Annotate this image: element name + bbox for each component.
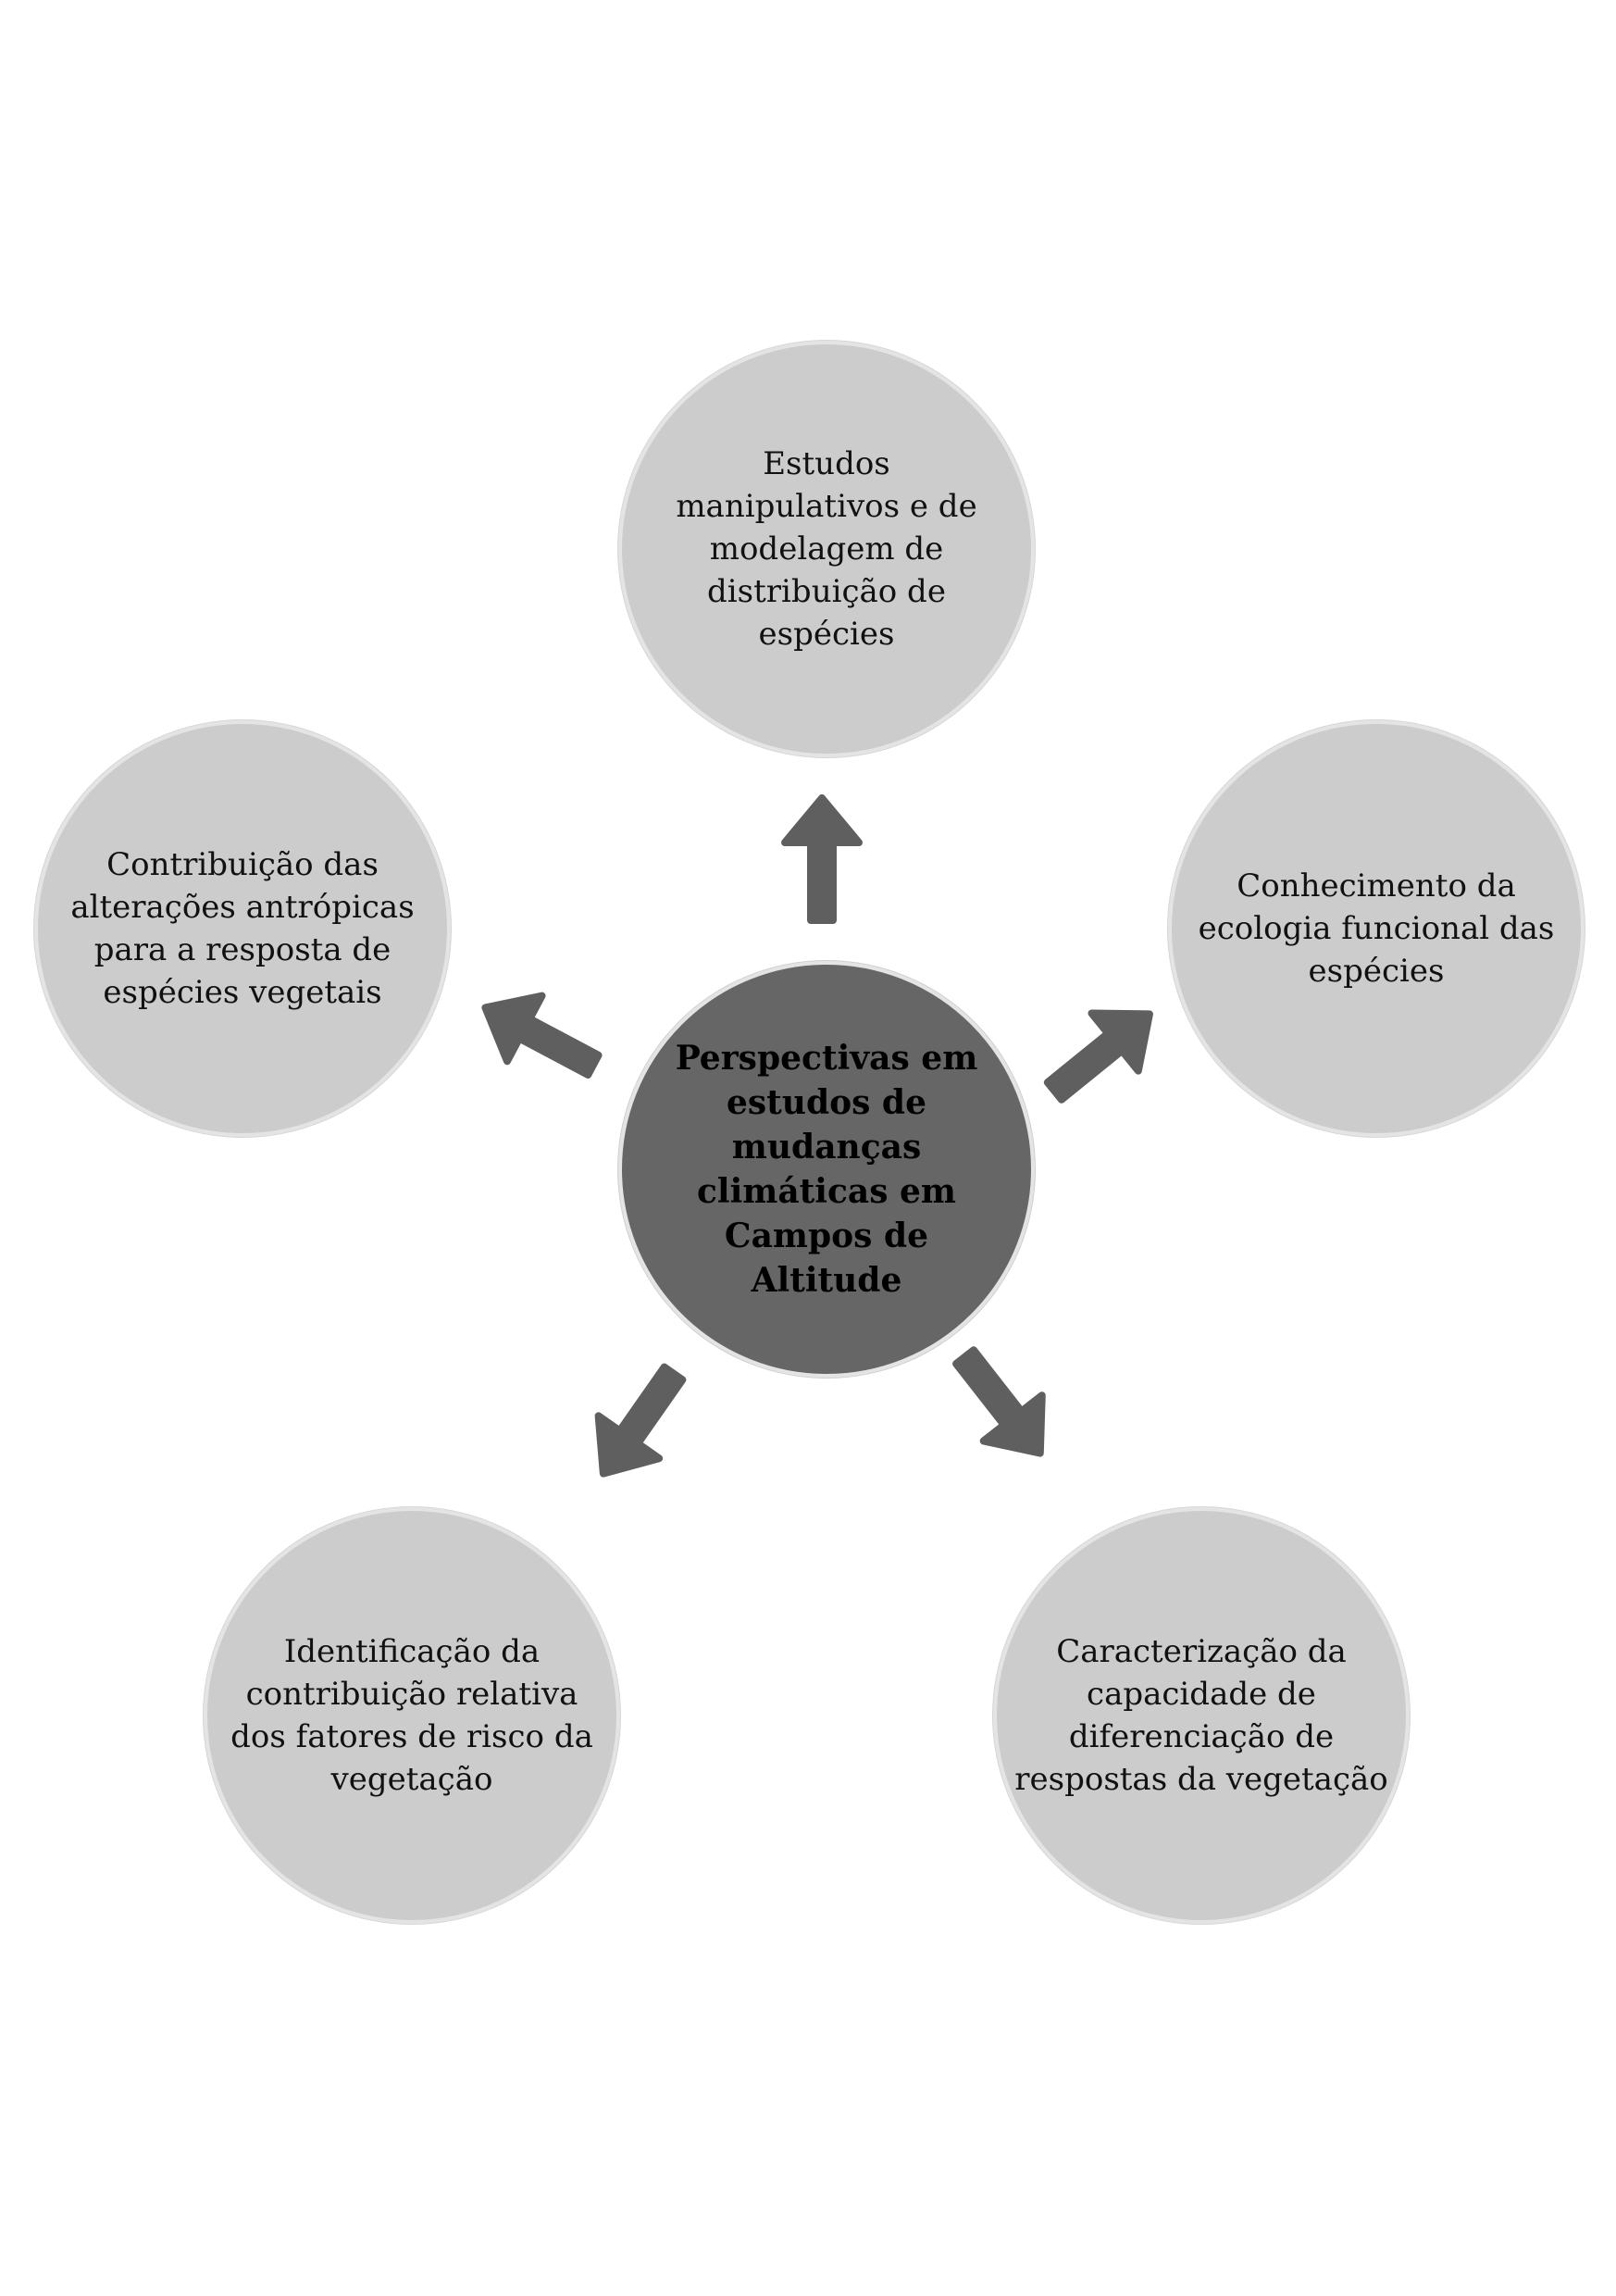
node-left-label: Contribuição das alterações antrópicas p… bbox=[70, 846, 415, 1011]
node-bottom-left-label: Identificação da contribuição relativa d… bbox=[230, 1633, 593, 1798]
node-right-label: Conhecimento da ecologia funcional das e… bbox=[1198, 867, 1555, 990]
node-bottom-right-label: Caracterização da capacidade de diferenc… bbox=[1014, 1633, 1388, 1798]
node-bottom-right: Caracterização da capacidade de diferenc… bbox=[993, 1507, 1410, 1924]
arrow-to-bottom-right bbox=[952, 1346, 1046, 1457]
node-top: Estudos manipulativos e de modelagem de … bbox=[618, 341, 1035, 757]
arrow-to-left bbox=[481, 992, 603, 1079]
center-node: Perspectivas em estudos de mudanças clim… bbox=[618, 961, 1035, 1378]
arrow-to-right bbox=[1043, 1009, 1153, 1104]
node-left: Contribuição das alterações antrópicas p… bbox=[34, 720, 451, 1137]
node-right: Conhecimento da ecologia funcional das e… bbox=[1168, 720, 1585, 1137]
node-top-label: Estudos manipulativos e de modelagem de … bbox=[676, 445, 977, 653]
center-node-label: Perspectivas em estudos de mudanças clim… bbox=[675, 1039, 978, 1300]
arrow-to-top bbox=[781, 794, 863, 924]
node-bottom-left: Identificação da contribuição relativa d… bbox=[204, 1507, 620, 1924]
arrow-to-bottom-left bbox=[594, 1363, 687, 1478]
